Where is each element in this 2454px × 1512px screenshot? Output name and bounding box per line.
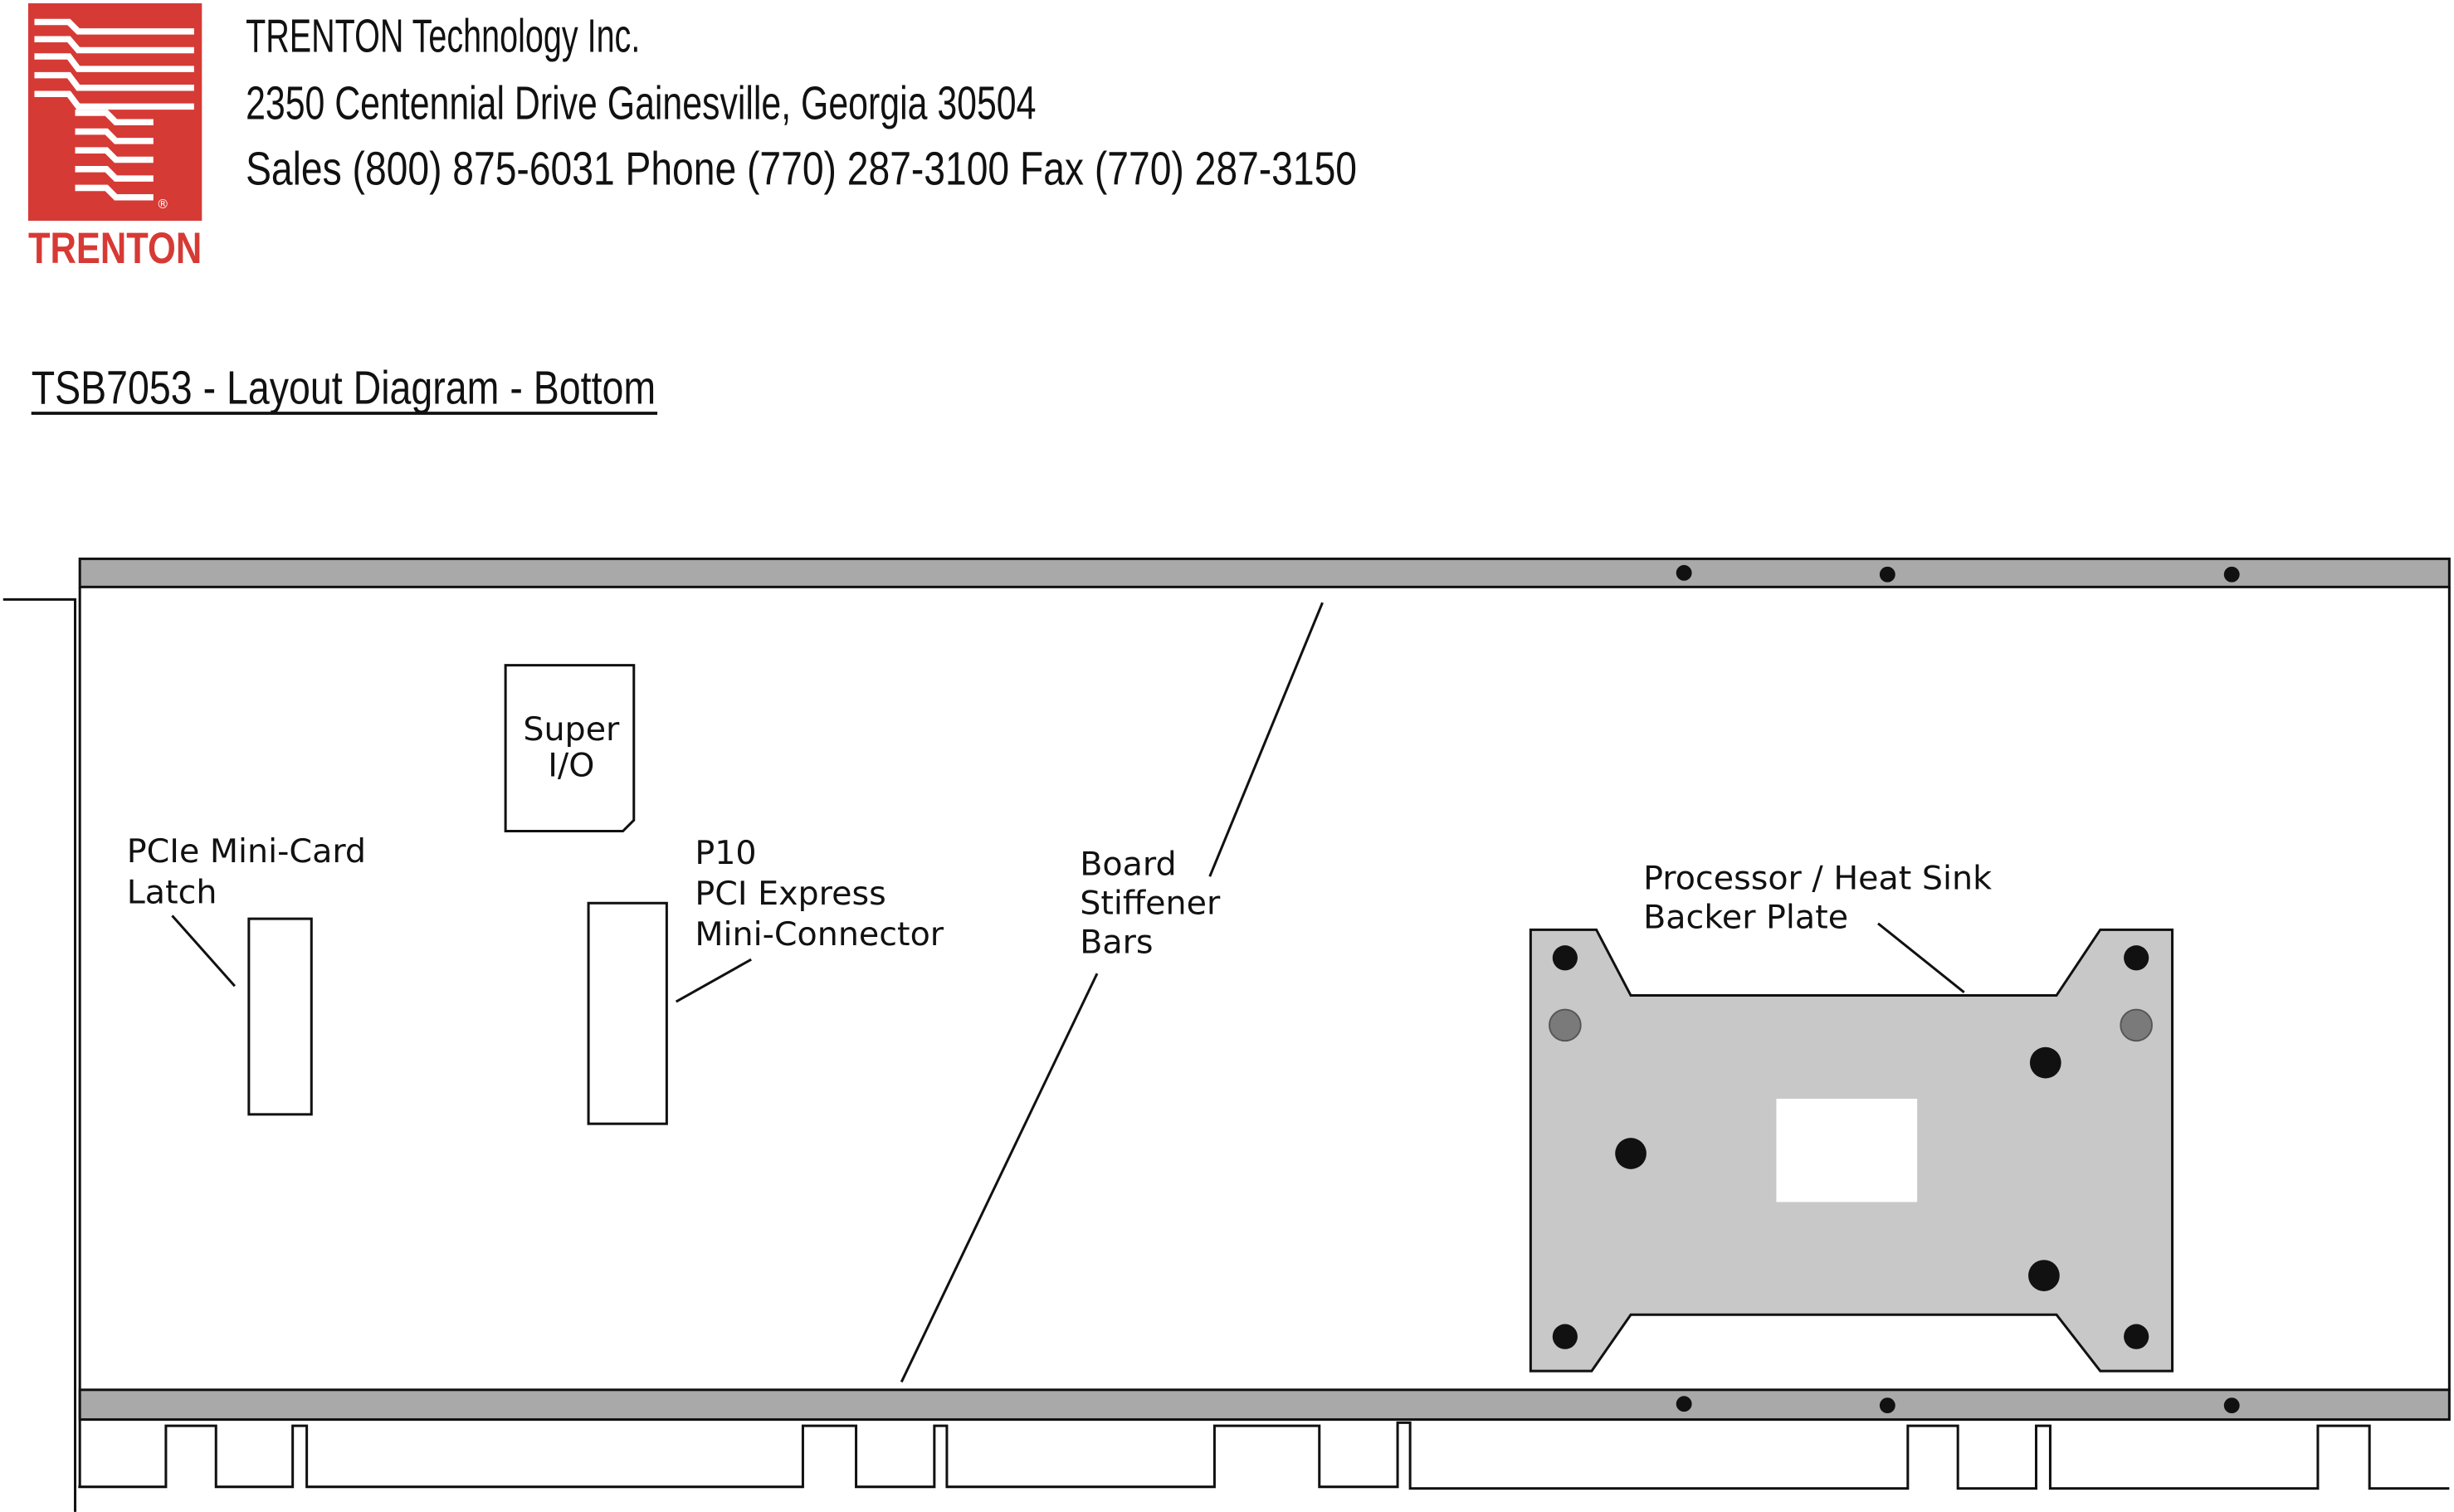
- latch-label-1: PCIe Mini-Card: [127, 832, 366, 871]
- backer-plate-cutout: [1776, 1098, 1918, 1202]
- company-address: 2350 Centennial Drive Gainesville, Georg…: [246, 76, 1036, 129]
- processor-label-2: Backer Plate: [1643, 898, 1848, 936]
- stiffener-label-1: Board: [1080, 845, 1176, 883]
- super-io-label-2: I/O: [548, 747, 594, 785]
- backer-plate-holes: [1549, 945, 2153, 1349]
- company-contacts: Sales (800) 875-6031 Phone (770) 287-310…: [246, 143, 1357, 195]
- stiffener-label-2: Stiffener: [1080, 884, 1221, 922]
- bottom-stiffener-bar: [78, 1388, 2451, 1422]
- stiffener-leader-bottom: [900, 973, 1099, 1383]
- bracket: [2, 597, 77, 1512]
- super-io-chip: [504, 664, 636, 833]
- mini-card-latch: [247, 917, 313, 1116]
- company-name: TRENTON Technology Inc.: [246, 9, 640, 61]
- stiffener-leader-top: [1208, 602, 1324, 877]
- latch-label-2: Latch: [127, 873, 217, 911]
- p10-leader: [675, 958, 752, 1003]
- stiffener-screws: [1676, 564, 2240, 1414]
- top-stiffener-bar: [78, 557, 2451, 588]
- p10-label-1: P10: [695, 834, 756, 872]
- p10-connector: [587, 901, 668, 1125]
- latch-leader: [171, 915, 237, 988]
- p10-label-2: PCI Express: [695, 875, 885, 913]
- logo-wordmark: TRENTON: [28, 224, 202, 273]
- page-title: TSB7053 - Layout Diagram - Bottom: [32, 362, 656, 414]
- processor-label-1: Processor / Heat Sink: [1643, 859, 1992, 897]
- edge-connector: [78, 1421, 2450, 1490]
- trenton-logo: ® TRENTON: [27, 2, 202, 273]
- p10-label-3: Mini-Connector: [695, 915, 944, 954]
- super-io-label-1: Super: [523, 710, 620, 749]
- board-outline: [78, 587, 2451, 1487]
- svg-text:®: ®: [157, 197, 169, 212]
- stiffener-label-3: Bars: [1080, 924, 1153, 962]
- processor-leader: [1877, 922, 1965, 993]
